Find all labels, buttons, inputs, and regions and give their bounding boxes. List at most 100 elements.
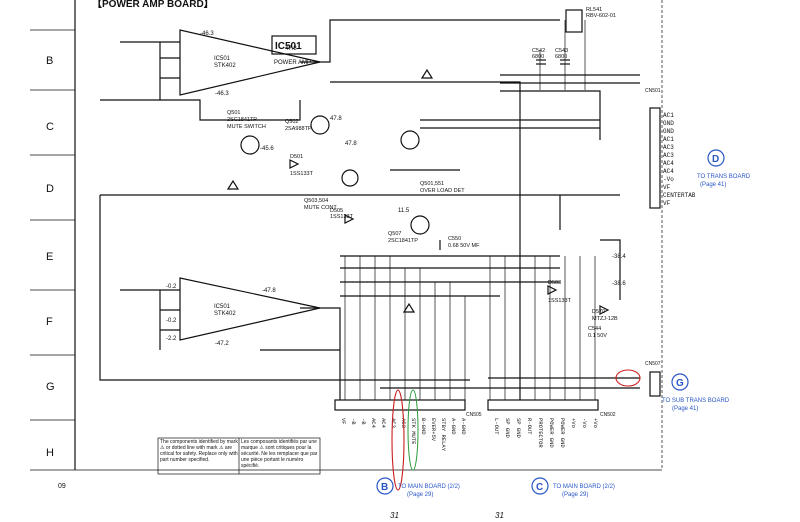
svg-text:D: D bbox=[712, 154, 719, 165]
svg-text:1SS133T: 1SS133T bbox=[290, 171, 314, 177]
svg-text:-0.2: -0.2 bbox=[166, 318, 177, 324]
svg-text:(Page 29): (Page 29) bbox=[562, 492, 588, 498]
svg-text:OVER LOAD DET: OVER LOAD DET bbox=[420, 188, 465, 194]
svg-text:1SS133T: 1SS133T bbox=[548, 298, 572, 304]
svg-text:0.68 50V MF: 0.68 50V MF bbox=[448, 243, 480, 249]
svg-text:AC4: AC4 bbox=[380, 418, 387, 429]
badge-c bbox=[531, 477, 549, 495]
badge-g bbox=[671, 373, 689, 391]
svg-text:CN501: CN501 bbox=[645, 88, 661, 94]
svg-text:STBY RELAY: STBY RELAY bbox=[440, 418, 447, 452]
board-title: 【POWER AMP BOARD】 bbox=[92, 0, 214, 10]
svg-text:STK MUTE: STK MUTE bbox=[410, 418, 417, 445]
svg-text:(Page 29): (Page 29) bbox=[407, 492, 433, 498]
svg-text:11.5: 11.5 bbox=[398, 208, 410, 214]
transistor-q501: Q501 2SC1841TP MUTE SWITCH bbox=[227, 110, 266, 155]
svg-text:-45.6: -45.6 bbox=[260, 146, 274, 152]
row-label-c: C bbox=[46, 121, 54, 133]
row-label-e: E bbox=[46, 251, 53, 263]
svg-text:VF: VF bbox=[340, 418, 347, 425]
ic-upper: IC501 POWER AMP IC501 STK402 bbox=[179, 29, 321, 96]
row-label-f: F bbox=[46, 316, 53, 328]
svg-text:-B: -B bbox=[350, 418, 357, 425]
svg-text:(Page 41): (Page 41) bbox=[700, 182, 726, 188]
svg-text:D503: D503 bbox=[548, 280, 561, 286]
svg-text:GND: GND bbox=[663, 128, 674, 135]
svg-text:6800: 6800 bbox=[555, 54, 567, 60]
svg-text:Q501,551: Q501,551 bbox=[420, 181, 444, 187]
svg-text:CN507: CN507 bbox=[645, 361, 661, 367]
svg-text:B-GND: B-GND bbox=[420, 418, 427, 435]
diode-d570: D570 MTZJ-12B bbox=[592, 305, 618, 322]
svg-text:AC3: AC3 bbox=[390, 418, 397, 428]
connector-b: CN505 VF -B -B AC4 AC4 AC3 AC3 STK MUTE … bbox=[334, 389, 482, 498]
transistor-q503-504: Q503,504 MUTE CONT bbox=[304, 169, 359, 211]
svg-text:B: B bbox=[381, 482, 388, 493]
svg-text:A-GND: A-GND bbox=[460, 418, 467, 435]
transistor-q502: Q502 2SA988TP bbox=[285, 115, 330, 135]
diode-d501: D501 1SS133T bbox=[289, 154, 314, 177]
svg-text:-46.3: -46.3 bbox=[200, 31, 214, 37]
ic-ref: IC501 bbox=[214, 304, 231, 310]
connector-g: CN507 G TO SUB TRANS BOARD (Page 41) bbox=[615, 361, 730, 412]
svg-text:VF: VF bbox=[663, 184, 671, 191]
svg-text:C542: C542 bbox=[532, 48, 545, 54]
capacitor-c543: C543 6800 bbox=[555, 48, 570, 65]
svg-text:A-GND: A-GND bbox=[450, 418, 457, 435]
connector-c: CN502 L-OUT SP GND SP GND R-OUT PROTECTO… bbox=[487, 399, 616, 498]
svg-text:-38.6: -38.6 bbox=[612, 281, 626, 287]
svg-text:6800: 6800 bbox=[532, 54, 544, 60]
ic-ref: IC501 bbox=[214, 56, 231, 62]
svg-text:-2.2: -2.2 bbox=[166, 336, 177, 342]
svg-text:C544: C544 bbox=[588, 326, 601, 332]
svg-text:SP GND: SP GND bbox=[515, 418, 522, 439]
svg-text:D501: D501 bbox=[290, 154, 303, 160]
transistor-q507: Q507 2SC1841TP bbox=[388, 215, 430, 244]
ic-lower: IC501 STK402 bbox=[179, 277, 321, 341]
warning-triangle-icon bbox=[226, 68, 434, 313]
svg-text:-46.3: -46.3 bbox=[215, 91, 229, 97]
svg-text:SP GND: SP GND bbox=[504, 418, 511, 439]
ic-part: STK402 bbox=[214, 63, 236, 69]
svg-text:C550: C550 bbox=[448, 236, 461, 242]
relay: RL541 RBV-602-01 bbox=[565, 7, 616, 33]
svg-text:G: G bbox=[676, 378, 684, 389]
diode-d505: D505 1SS133T bbox=[330, 208, 355, 224]
svg-text:RL541: RL541 bbox=[586, 7, 602, 13]
svg-text:D570: D570 bbox=[592, 309, 605, 315]
svg-text:MUTE SWITCH: MUTE SWITCH bbox=[227, 124, 266, 130]
svg-text:C543: C543 bbox=[555, 48, 568, 54]
highlight-circle bbox=[615, 369, 641, 387]
svg-text:+Vo: +Vo bbox=[570, 418, 577, 428]
diode-d503: D503 1SS133T bbox=[547, 280, 572, 304]
svg-text:-0.2: -0.2 bbox=[166, 284, 177, 290]
svg-text:TO MAIN BOARD (2/2): TO MAIN BOARD (2/2) bbox=[398, 484, 460, 490]
page-number-left: 31 bbox=[390, 511, 399, 520]
transistor-q501-551: Q501,551 OVER LOAD DET bbox=[400, 130, 465, 194]
amp-triangle-upper bbox=[179, 29, 321, 96]
svg-text:AC4: AC4 bbox=[663, 160, 674, 167]
connector-d: CN501 AC1 GND GND AC1 AC3 AC3 AC4 AC4 -V… bbox=[645, 88, 751, 209]
svg-text:AC1: AC1 bbox=[663, 112, 674, 119]
svg-text:-Vo: -Vo bbox=[663, 176, 674, 183]
svg-text:RBV-602-01: RBV-602-01 bbox=[586, 13, 616, 19]
svg-text:MTZJ-12B: MTZJ-12B bbox=[592, 316, 618, 322]
safety-note: The components identified by mark ⚠ or d… bbox=[157, 437, 321, 475]
svg-text:0.1 50V: 0.1 50V bbox=[588, 333, 607, 339]
svg-text:-38.4: -38.4 bbox=[612, 254, 626, 260]
highlight-oval-green bbox=[407, 389, 419, 471]
svg-text:2SA988TP: 2SA988TP bbox=[285, 126, 312, 132]
svg-text:MUTE CONT: MUTE CONT bbox=[304, 205, 337, 211]
svg-text:POWER GND: POWER GND bbox=[559, 418, 566, 448]
svg-text:Q502: Q502 bbox=[285, 119, 298, 125]
ic-id-box bbox=[271, 35, 317, 55]
svg-text:-47.8: -47.8 bbox=[262, 288, 276, 294]
amp-triangle-lower bbox=[179, 277, 321, 341]
svg-text:AC1: AC1 bbox=[663, 136, 674, 143]
svg-text:CN505: CN505 bbox=[466, 412, 482, 418]
svg-text:-Vo: -Vo bbox=[581, 418, 588, 428]
svg-text:AC4: AC4 bbox=[663, 168, 674, 175]
svg-text:-B: -B bbox=[360, 418, 367, 425]
svg-text:-47.2: -47.2 bbox=[215, 341, 229, 347]
svg-text:R-OUT: R-OUT bbox=[526, 418, 533, 435]
